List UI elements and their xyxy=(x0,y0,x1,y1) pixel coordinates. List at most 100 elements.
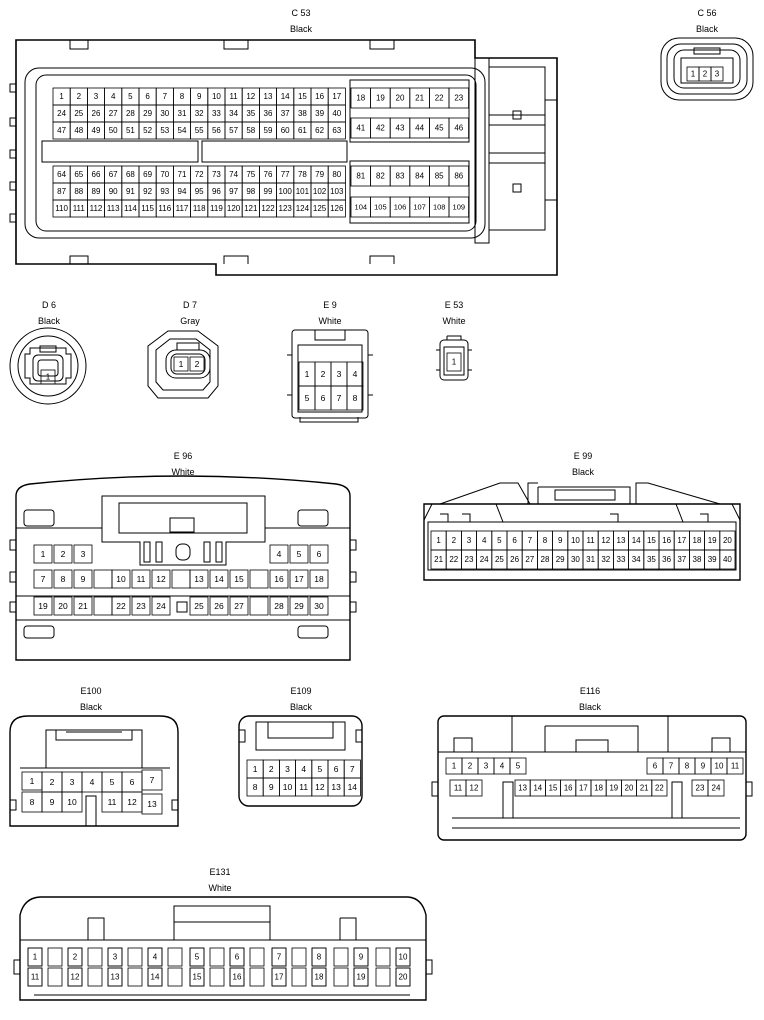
terminal-cell xyxy=(333,947,349,967)
terminal-number: 3 xyxy=(285,764,290,774)
terminal-cell xyxy=(67,967,83,987)
terminal-cell xyxy=(167,967,183,987)
terminal-cell xyxy=(33,569,53,589)
terminal-number: 12 xyxy=(470,784,479,793)
terminal-number: 61 xyxy=(298,126,307,135)
terminal-cell xyxy=(291,947,307,967)
terminal-number: 27 xyxy=(109,109,118,118)
terminal-number: 33 xyxy=(212,109,221,118)
terminal-number: 1 xyxy=(253,764,258,774)
terminal-cell xyxy=(271,947,287,967)
terminal-number: 4 xyxy=(277,549,282,559)
terminal-number: 6 xyxy=(145,92,150,101)
terminal-number: 94 xyxy=(178,187,187,196)
terminal-cell xyxy=(87,967,103,987)
terminal-number: 38 xyxy=(298,109,307,118)
terminal-number: 7 xyxy=(41,574,46,584)
terminal-number: 53 xyxy=(160,126,169,135)
terminal-number: 21 xyxy=(78,601,88,611)
terminal-number: 52 xyxy=(143,126,152,135)
terminal-number: 106 xyxy=(394,202,407,211)
terminal-number: 1 xyxy=(59,92,64,101)
terminal-number: 122 xyxy=(261,204,275,213)
terminal-cell xyxy=(47,947,63,967)
terminal-number: 16 xyxy=(662,536,671,545)
connector-color: Black xyxy=(578,702,601,712)
terminal-number: 37 xyxy=(281,109,290,118)
terminal-number: 6 xyxy=(130,777,135,787)
terminal-number: 27 xyxy=(234,601,244,611)
terminal-number: 123 xyxy=(279,204,293,213)
terminal-cell xyxy=(346,385,364,411)
terminal-cell xyxy=(719,549,736,570)
terminal-number: 22 xyxy=(116,601,126,611)
terminal-number: 13 xyxy=(111,973,120,982)
terminal-number: 50 xyxy=(109,126,118,135)
terminal-cell xyxy=(448,87,470,109)
terminal-number: 10 xyxy=(571,536,580,545)
terminal-number: 120 xyxy=(227,204,241,213)
terminal-cell xyxy=(53,569,73,589)
connector-c56-housing xyxy=(660,37,754,101)
terminal-number: 70 xyxy=(160,170,169,179)
terminal-number: 72 xyxy=(195,170,204,179)
terminal-cell xyxy=(111,596,131,616)
terminal-cell xyxy=(151,596,171,616)
terminal-number: 24 xyxy=(57,109,66,118)
terminal-number: 20 xyxy=(396,94,405,103)
terminal-number: 14 xyxy=(281,92,290,101)
connector-color: Black xyxy=(289,702,312,712)
connector-label-d6: D 6 Black xyxy=(0,297,109,329)
terminal-number: 6 xyxy=(321,393,326,403)
terminal-cell xyxy=(73,569,93,589)
terminal-cell xyxy=(309,544,329,564)
terminal-number: 1 xyxy=(452,358,457,367)
terminal-number: 5 xyxy=(110,777,115,787)
terminal-number: 43 xyxy=(396,124,405,133)
terminal-cell xyxy=(327,199,346,218)
terminal-number: 6 xyxy=(653,762,658,771)
terminal-number: 83 xyxy=(396,172,405,181)
terminal-number: 11 xyxy=(731,762,740,771)
terminal-cell xyxy=(171,569,191,589)
terminal-number: 12 xyxy=(156,574,166,584)
terminal-number: 2 xyxy=(321,369,326,379)
terminal-number: 97 xyxy=(229,187,238,196)
terminal-number: 21 xyxy=(640,784,649,793)
terminal-cell xyxy=(269,544,289,564)
terminal-number: 20 xyxy=(723,536,732,545)
terminal-number: 28 xyxy=(126,109,135,118)
terminal-number: 2 xyxy=(77,92,82,101)
terminal-number: 46 xyxy=(454,124,463,133)
terminal-number: 95 xyxy=(195,187,204,196)
terminal-number: 15 xyxy=(647,536,656,545)
terminal-number: 80 xyxy=(332,170,341,179)
terminal-cell xyxy=(33,596,53,616)
terminal-number: 59 xyxy=(264,126,273,135)
terminal-number: 5 xyxy=(497,536,502,545)
terminal-number: 5 xyxy=(305,393,310,403)
terminal-number: 9 xyxy=(701,762,706,771)
terminal-number: 3 xyxy=(94,92,99,101)
terminal-cell xyxy=(53,544,73,564)
terminal-number: 31 xyxy=(586,555,595,564)
terminal-number: 19 xyxy=(376,94,385,103)
terminal-number: 65 xyxy=(74,170,83,179)
terminal-number: 7 xyxy=(150,775,155,785)
terminal-number: 2 xyxy=(50,777,55,787)
connector-id: D 7 xyxy=(182,300,197,310)
terminal-number: 4 xyxy=(353,369,358,379)
terminal-cell xyxy=(209,596,229,616)
terminal-number: 99 xyxy=(264,187,273,196)
connector-color: Black xyxy=(79,702,102,712)
terminal-cell xyxy=(173,356,189,372)
terminal-number: 12 xyxy=(315,782,325,792)
terminal-cell xyxy=(395,967,411,987)
terminal-number: 37 xyxy=(677,555,686,564)
terminal-cell xyxy=(127,947,143,967)
terminal-cell xyxy=(61,791,83,813)
terminal-cell xyxy=(710,66,724,82)
terminal-number: 34 xyxy=(229,109,238,118)
terminal-number: 111 xyxy=(73,204,86,213)
